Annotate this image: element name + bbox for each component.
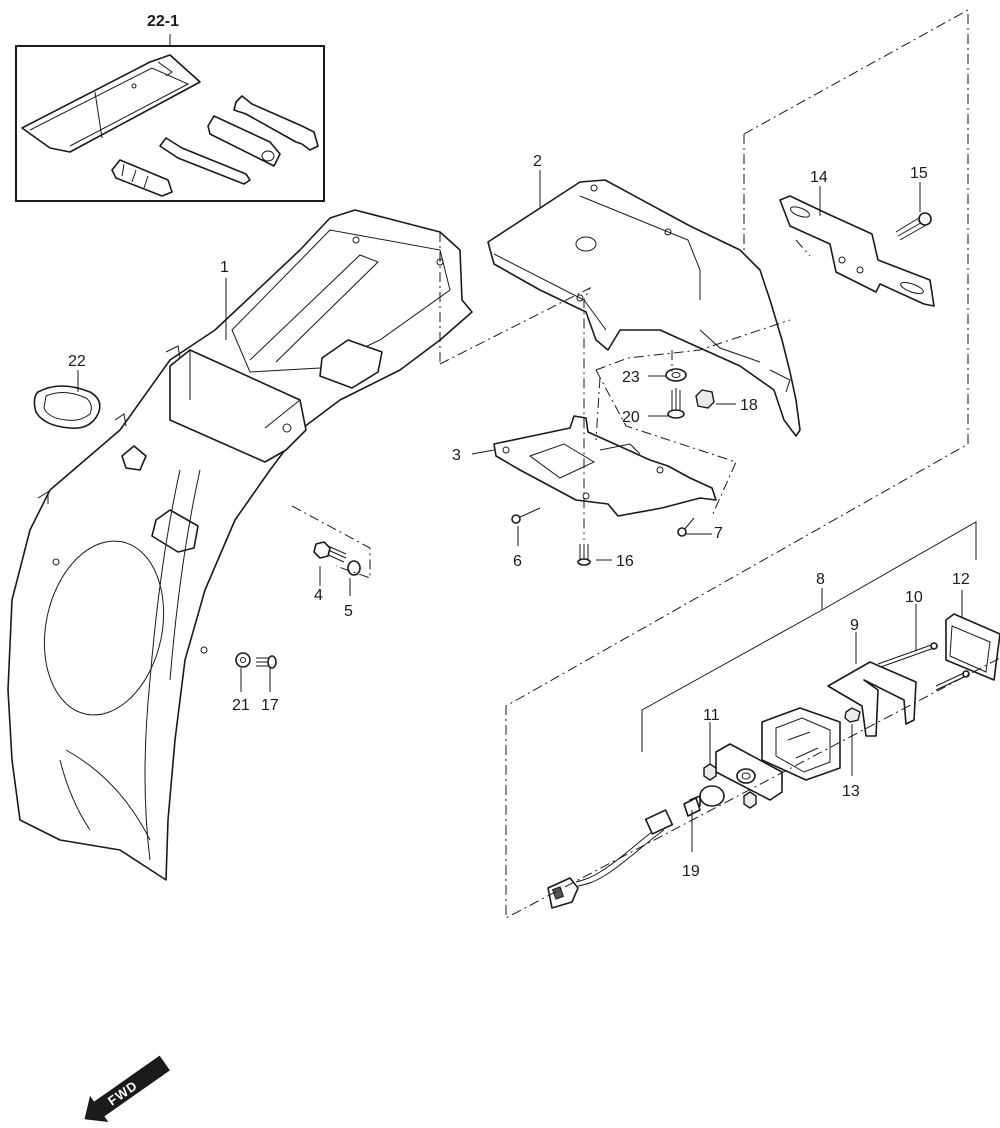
cover-9 — [827, 661, 917, 737]
bulb-19 — [683, 797, 701, 817]
label-19: 19 — [682, 863, 700, 880]
rear-fender — [7, 209, 473, 881]
washer-5 — [347, 560, 361, 576]
callout-labels: 22-1 1 2 3 4 5 6 7 8 9 10 11 12 13 14 15… — [68, 13, 970, 880]
label-21: 21 — [232, 697, 250, 714]
bulb-socket — [699, 785, 725, 807]
assembly-lines — [291, 9, 1000, 919]
license-plate-bracket — [779, 195, 935, 307]
bolt-15 — [895, 212, 932, 241]
nut-13 — [844, 707, 861, 723]
box-spanner — [207, 115, 281, 167]
screwdriver-handle — [111, 159, 173, 197]
screwdriver — [159, 137, 251, 185]
label-7: 7 — [714, 525, 723, 542]
screw-6 — [511, 507, 541, 524]
lens-12 — [945, 613, 1000, 681]
wire-harness — [575, 825, 661, 883]
label-13: 13 — [842, 783, 860, 800]
label-6: 6 — [513, 553, 522, 570]
label-10: 10 — [905, 589, 923, 606]
label-5: 5 — [344, 603, 353, 620]
label-22-1: 22-1 — [147, 13, 179, 30]
label-2: 2 — [533, 153, 542, 170]
stay-bracket — [493, 415, 717, 517]
screw-7 — [677, 517, 695, 537]
label-15: 15 — [910, 165, 928, 182]
label-16: 16 — [616, 553, 634, 570]
label-23: 23 — [622, 369, 640, 386]
label-11: 11 — [703, 707, 720, 724]
label-17: 17 — [261, 697, 279, 714]
label-9: 9 — [850, 617, 859, 634]
tool-kit-group — [15, 34, 325, 202]
label-4: 4 — [314, 587, 323, 604]
label-18: 18 — [740, 397, 758, 414]
nut-18 — [695, 389, 715, 409]
label-14: 14 — [810, 169, 828, 186]
open-end-wrench — [233, 95, 319, 151]
nut-11 — [703, 763, 717, 781]
bolt-4 — [313, 541, 347, 563]
bolt-16 — [577, 544, 591, 566]
label-12: 12 — [952, 571, 970, 588]
screw-10-a — [877, 647, 935, 669]
leader-lines — [77, 170, 977, 852]
washer-21 — [235, 652, 251, 668]
bolt-17 — [256, 655, 277, 669]
label-3: 3 — [452, 447, 461, 464]
tool-bag — [21, 54, 201, 153]
label-22: 22 — [68, 353, 86, 370]
connector — [547, 877, 579, 909]
washer-23 — [665, 368, 687, 382]
label-1: 1 — [220, 259, 229, 276]
forward-arrow: FWD — [84, 1055, 170, 1123]
license-light-assembly — [547, 613, 1000, 909]
label-20: 20 — [622, 409, 640, 426]
bolt-20 — [667, 388, 685, 419]
label-8: 8 — [816, 571, 825, 588]
